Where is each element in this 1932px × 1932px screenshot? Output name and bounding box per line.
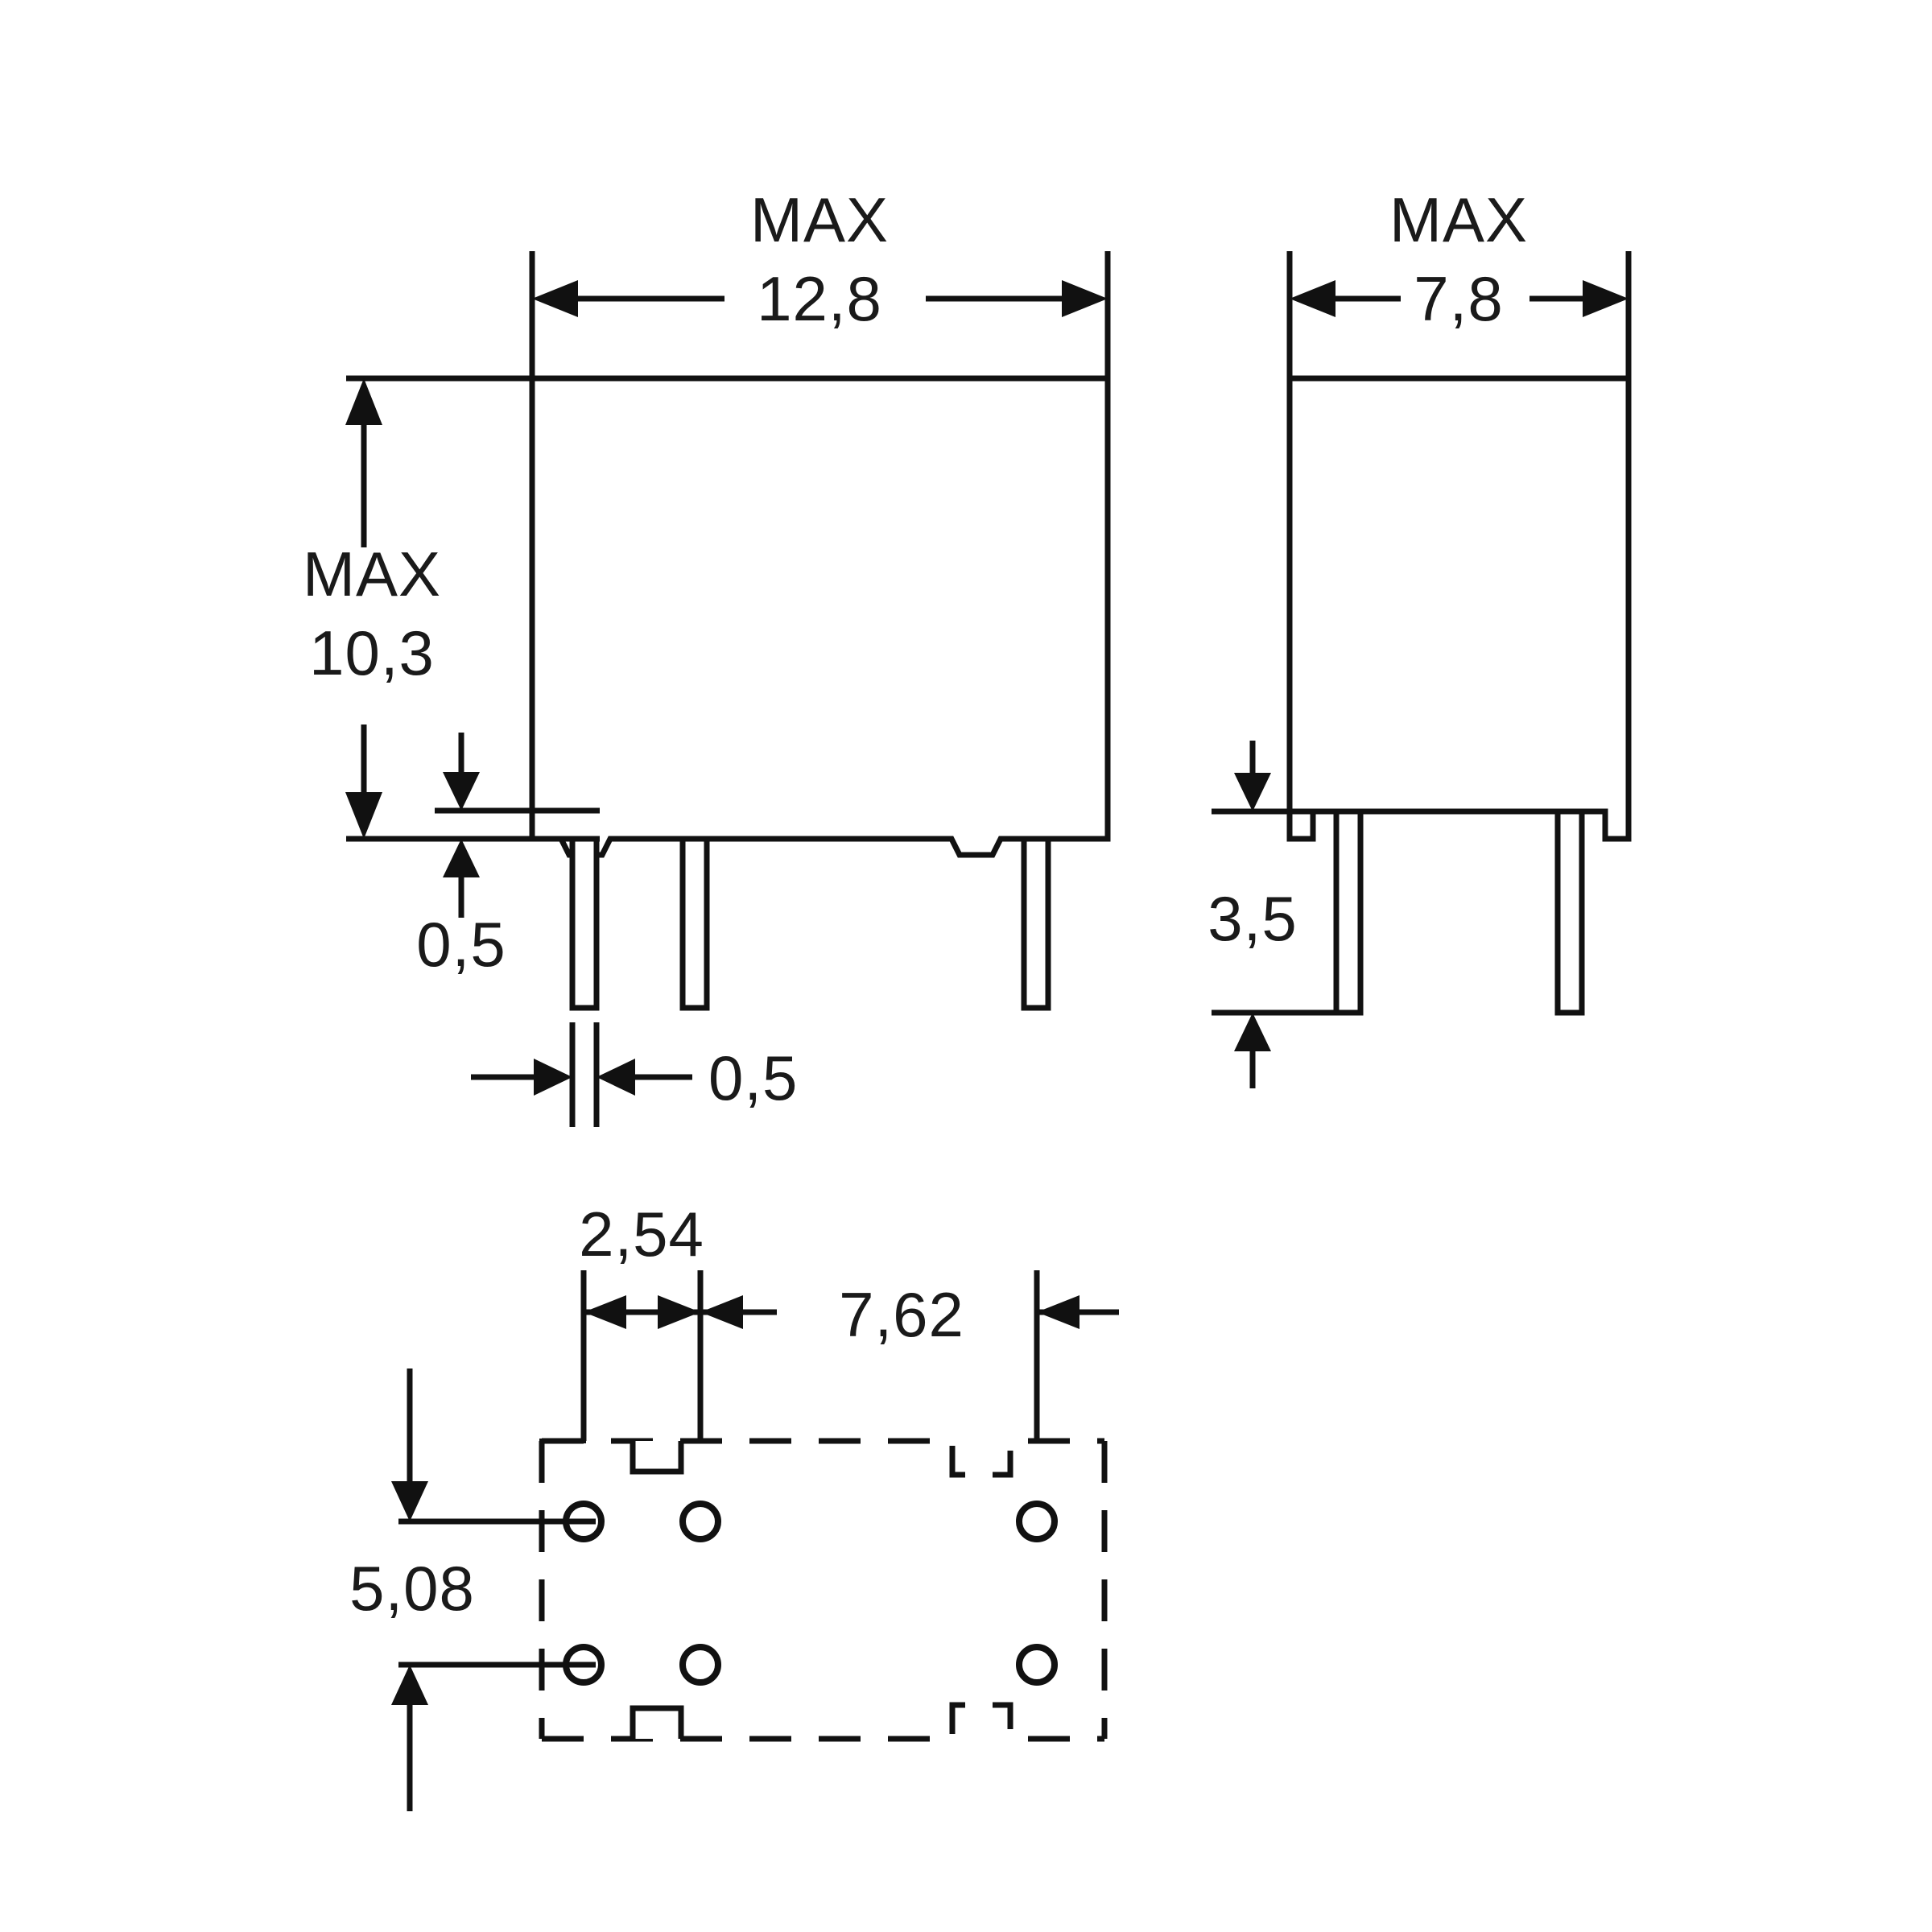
side-pinlen-arrow-upper bbox=[1234, 773, 1271, 811]
pcb-hole-bottom-2 bbox=[679, 1644, 721, 1686]
pcb-rowspacing-value: 5,08 bbox=[349, 1553, 475, 1624]
side-pin-2 bbox=[1554, 808, 1585, 1016]
front-view: MAX 12,8 MAX 10,3 0,5 bbox=[303, 184, 1111, 1127]
front-height-value: 10,3 bbox=[309, 617, 435, 688]
side-width-arrow-right bbox=[1583, 280, 1629, 317]
front-shoulder-value: 0,5 bbox=[416, 909, 506, 980]
front-pinwidth-arrow-right bbox=[597, 1059, 635, 1096]
front-width-arrow-right bbox=[1062, 280, 1108, 317]
pcb-tab-top bbox=[630, 1441, 684, 1475]
side-width-arrow-left bbox=[1290, 280, 1335, 317]
side-width-max-label: MAX bbox=[1389, 184, 1528, 255]
side-width-value: 7,8 bbox=[1414, 263, 1503, 334]
pcb-pitch-small-arrow-left bbox=[584, 1295, 626, 1329]
pcb-pitch-large-value: 7,62 bbox=[839, 1279, 964, 1350]
front-shoulder-arrow-upper bbox=[443, 772, 480, 811]
front-pin-3 bbox=[1021, 836, 1051, 1011]
front-height-arrow-bottom bbox=[345, 792, 382, 839]
front-pin-2 bbox=[679, 836, 710, 1011]
pcb-hole-top-2 bbox=[679, 1501, 721, 1542]
front-height-arrow-top bbox=[345, 378, 382, 425]
front-pinwidth-value: 0,5 bbox=[708, 1042, 798, 1113]
pcb-pitch-small-value: 2,54 bbox=[579, 1199, 704, 1269]
front-pin-1 bbox=[569, 836, 600, 1011]
side-view: MAX 7,8 3,5 bbox=[1208, 184, 1632, 1088]
pcb-pitch-large-arrow-right bbox=[1037, 1295, 1080, 1329]
pcb-hole-top-3 bbox=[1016, 1501, 1058, 1542]
pcb-layout-view: 2,54 7,62 bbox=[349, 1199, 1119, 1811]
front-shoulder-arrow-lower bbox=[443, 839, 480, 877]
pcb-hole-bottom-3 bbox=[1016, 1644, 1058, 1686]
side-pinlen-arrow-lower bbox=[1234, 1013, 1271, 1051]
front-body-outline bbox=[529, 375, 1111, 858]
pcb-pitch-large-arrow-left bbox=[700, 1295, 743, 1329]
front-height-max-label: MAX bbox=[303, 539, 441, 609]
pcb-pitch-small-arrow-right bbox=[658, 1295, 700, 1329]
pcb-outline-bottom bbox=[542, 1702, 1104, 1742]
pcb-outline-top bbox=[542, 1438, 1104, 1478]
pcb-rowspacing-arrow-lower bbox=[391, 1665, 428, 1705]
front-width-max-label: MAX bbox=[750, 184, 889, 255]
side-body-outline bbox=[1286, 375, 1632, 842]
side-pin-1 bbox=[1333, 808, 1364, 1016]
pcb-tab-bottom bbox=[630, 1705, 684, 1739]
front-width-arrow-left bbox=[532, 280, 578, 317]
pcb-rowspacing-arrow-upper bbox=[391, 1481, 428, 1521]
front-width-value: 12,8 bbox=[757, 263, 882, 334]
side-pinlen-value: 3,5 bbox=[1208, 883, 1297, 954]
front-pinwidth-arrow-left bbox=[534, 1059, 572, 1096]
